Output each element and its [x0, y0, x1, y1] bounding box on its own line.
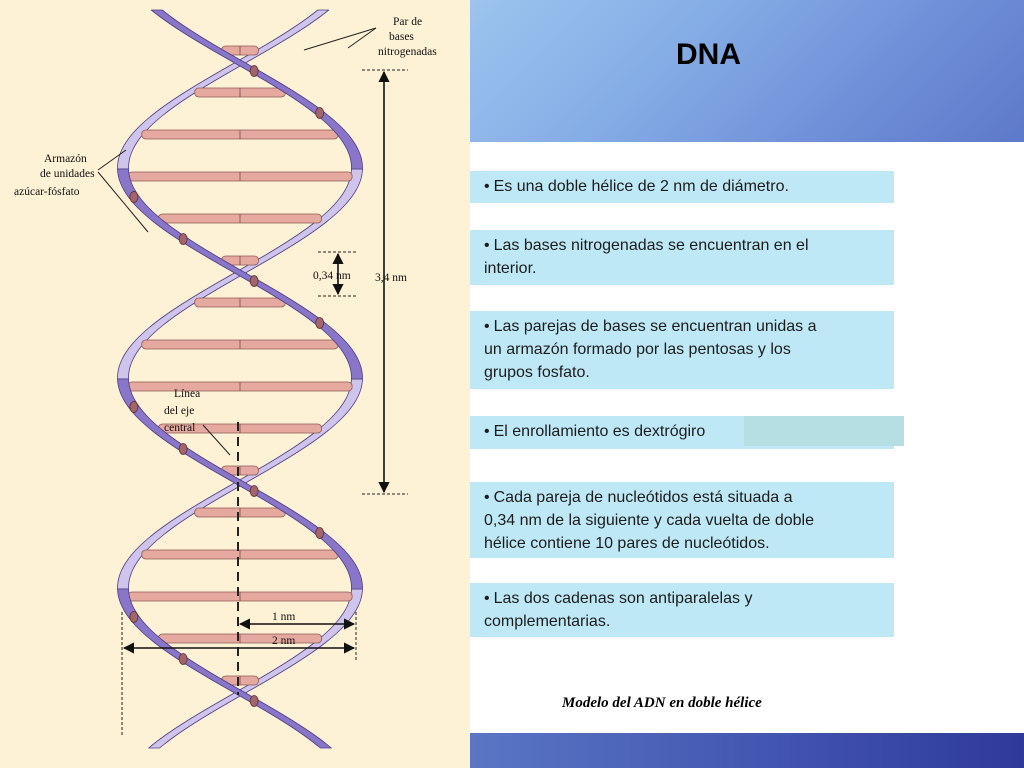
- diameter-label: 2 nm: [272, 635, 295, 647]
- footer-band: [470, 733, 1024, 768]
- bullet-text-line: grupos fosfato.: [484, 364, 590, 381]
- bullet-text-line: El enrollamiento es dextrógiro: [493, 423, 706, 440]
- bullet-dot: •: [484, 178, 490, 195]
- phosphate-group: [249, 485, 259, 497]
- backbone-leader-1: [97, 149, 127, 171]
- highlight-block: [744, 416, 904, 446]
- bullet-dot: •: [484, 590, 490, 607]
- base-pair-label: Par de bases nitrogenadas: [378, 16, 437, 58]
- bullet-dot: •: [484, 237, 490, 254]
- phosphate-group: [129, 401, 139, 413]
- bullet-antiparallel: •Las dos cadenas son antiparalelas y com…: [470, 583, 894, 637]
- backbone-strand-front: [150, 9, 363, 170]
- phosphate-group: [178, 233, 188, 245]
- bullet-dot: •: [484, 423, 490, 440]
- backbone-strand-front: [117, 588, 332, 749]
- backbone-label: Armazón de unidades azúcar-fósfato: [14, 153, 97, 198]
- bullet-text-line: Cada pareja de nucleótidos está situada …: [493, 489, 793, 506]
- bullet-text-line: hélice contiene 10 pares de nucleótidos.: [484, 535, 770, 552]
- header-band: [470, 0, 1024, 142]
- phosphate-group: [178, 443, 188, 455]
- pitch-label: 3,4 nm: [375, 272, 407, 284]
- bullet-dot: •: [484, 489, 490, 506]
- phosphate-group: [249, 65, 259, 77]
- bullet-text-line: Las bases nitrogenadas se encuentran en …: [493, 237, 809, 254]
- backbone-leader-2: [97, 171, 149, 233]
- bullet-text-line: Las parejas de bases se encuentran unida…: [493, 318, 817, 335]
- bullet-text-line: Es una doble hélice de 2 nm de diámetro.: [493, 178, 789, 195]
- phosphate-group: [249, 275, 259, 287]
- slide-title: DNA: [676, 38, 741, 71]
- radius-label: 1 nm: [272, 611, 295, 623]
- bullet-dot: •: [484, 318, 490, 335]
- axis-leader: [202, 424, 231, 456]
- phosphate-group: [315, 107, 325, 119]
- dna-double-helix-diagram: Par de bases nitrogenadas Armazón de uni…: [14, 9, 437, 749]
- bullet-text-line: un armazón formado por las pentosas y lo…: [484, 341, 791, 358]
- phosphate-group: [129, 611, 139, 623]
- bullet-diameter: •Es una doble hélice de 2 nm de diámetro…: [470, 171, 894, 203]
- phosphate-group: [315, 527, 325, 539]
- base-pair-leader-2: [347, 27, 377, 49]
- axis-label: Línea del eje central: [164, 388, 203, 434]
- rise-label: 0,34 nm: [313, 270, 351, 282]
- phosphate-group: [178, 653, 188, 665]
- bullet-bases-interior: •Las bases nitrogenadas se encuentran en…: [470, 230, 894, 285]
- bullet-nucleotide-spacing: •Cada pareja de nucleótidos está situada…: [470, 482, 894, 558]
- bullet-base-pairs-backbone: •Las parejas de bases se encuentran unid…: [470, 311, 894, 389]
- dna-diagram-panel: Par de bases nitrogenadas Armazón de uni…: [0, 0, 470, 768]
- phosphate-group: [315, 317, 325, 329]
- bullet-text-line: 0,34 nm de la siguiente y cada vuelta de…: [484, 512, 815, 529]
- diagram-caption: Modelo del ADN en doble hélice: [562, 695, 762, 711]
- phosphate-groups-layer: [129, 65, 325, 707]
- bullet-text-line: complementarias.: [484, 613, 611, 630]
- phosphate-group: [129, 191, 139, 203]
- bullet-text-line: Las dos cadenas son antiparalelas y: [493, 590, 753, 607]
- base-pairs-layer: [127, 45, 353, 686]
- backbone-strand-back: [148, 588, 363, 749]
- phosphate-group: [249, 695, 259, 707]
- bullet-text-line: interior.: [484, 260, 537, 277]
- base-pair-leader-1: [303, 27, 377, 51]
